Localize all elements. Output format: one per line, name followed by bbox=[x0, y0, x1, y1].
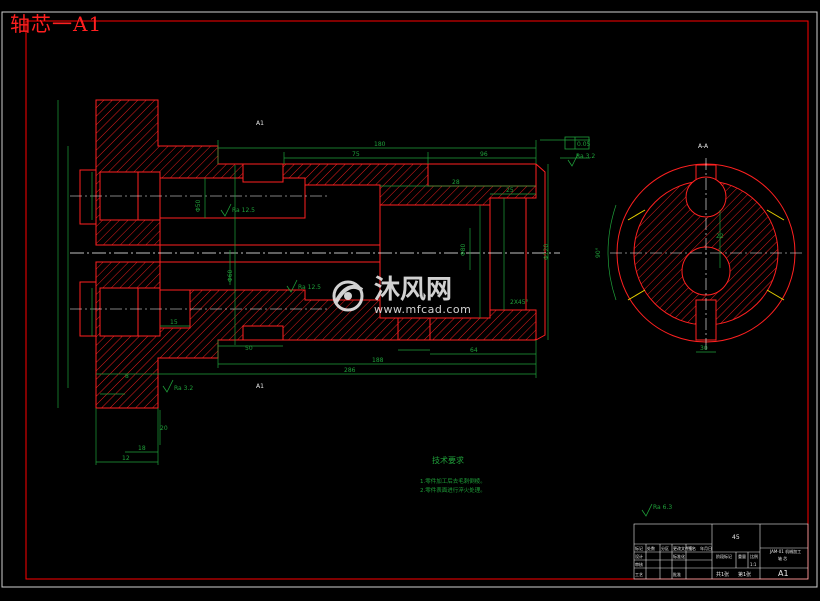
tb-label-5: 年月日 bbox=[700, 545, 712, 551]
view-labels: A1 A1 A-A bbox=[256, 120, 709, 390]
tb-row2-2: 标准化 bbox=[673, 553, 685, 559]
dim-label-tol: 0.05 bbox=[577, 141, 591, 148]
right-end-cavity bbox=[489, 197, 527, 311]
tb-material: 45 bbox=[732, 534, 740, 541]
tb-row4-5: 第1张 bbox=[738, 571, 751, 578]
keyway-top bbox=[242, 163, 284, 183]
section-aa-view bbox=[607, 158, 802, 353]
tb-scale: 1:1 bbox=[750, 562, 757, 567]
view-label-bottom: A1 bbox=[256, 383, 264, 390]
dim-label-ra32-b: Ra 3.2 bbox=[174, 385, 193, 392]
dim-label-8: 8 bbox=[125, 373, 129, 380]
dim-label-30: 30 bbox=[700, 345, 708, 352]
tolerance-frame bbox=[564, 136, 590, 150]
tb-label-4: 签名 bbox=[688, 545, 696, 551]
tech-req-heading: 技术要求 bbox=[432, 455, 464, 465]
dim-label-180: 180 bbox=[374, 141, 386, 148]
dim-label-90: 90° bbox=[595, 247, 602, 258]
dim-label-ra125-b: Ra 12.5 bbox=[298, 284, 321, 291]
tb-label-1: 处数 bbox=[647, 545, 655, 551]
dim-label-d80: Φ80 bbox=[460, 243, 467, 256]
dim-label-20: 20 bbox=[160, 425, 168, 432]
mfcad-logo-icon bbox=[332, 280, 364, 312]
dim-label-12: 12 bbox=[122, 455, 130, 462]
keyway-bottom bbox=[242, 325, 284, 341]
dimension-lines bbox=[57, 100, 590, 465]
tech-req-item-2: 2.零件表面进行淬火处理。 bbox=[420, 486, 486, 494]
dim-label-25: 25 bbox=[506, 187, 514, 194]
tb-label-2: 分区 bbox=[661, 545, 669, 551]
tech-req-item-1: 1.零件加工后去毛刺倒棱。 bbox=[420, 477, 486, 485]
roughness-symbols bbox=[162, 153, 653, 517]
dim-label-64: 64 bbox=[470, 347, 478, 354]
watermark-main-text: 沐风网 bbox=[374, 274, 453, 305]
upper-bore bbox=[159, 177, 306, 219]
dim-label-d60: Φ60 bbox=[227, 269, 234, 282]
dim-label-22: 22 bbox=[716, 233, 724, 240]
tb-row2-5: 重量 bbox=[738, 553, 746, 559]
title-block bbox=[633, 523, 809, 580]
dim-label-ra32-a: Ra 3.2 bbox=[576, 153, 595, 160]
right-cavity bbox=[379, 204, 491, 319]
dim-label-d50: Φ50 bbox=[195, 199, 202, 212]
dim-label-286: 286 bbox=[344, 367, 356, 374]
tb-label-0: 标记 bbox=[635, 545, 643, 551]
title-block-text: 45 JAM-01 机械加工 轴 芯 标记 处数 分区 更改文件号 签名 年月日… bbox=[635, 534, 801, 578]
dim-label-188: 188 bbox=[372, 357, 384, 364]
center-bore bbox=[159, 244, 381, 263]
tb-row3-0: 审核 bbox=[635, 561, 643, 567]
tb-code: A1 bbox=[778, 569, 789, 578]
right-slot-top bbox=[427, 163, 537, 187]
tech-requirements: 技术要求 1.零件加工后去毛刺倒棱。 2.零件表面进行淬火处理。 bbox=[420, 455, 486, 494]
dim-labels: 180 75 96 28 25 188 286 64 50 15 20 12 1… bbox=[122, 141, 724, 511]
dim-label-chamfer: 2X45° bbox=[510, 299, 529, 306]
dim-label-50: 50 bbox=[245, 345, 253, 352]
watermark-url: www.mfcad.com bbox=[374, 302, 472, 316]
tb-row4-0: 工艺 bbox=[635, 572, 643, 577]
dim-label-75: 75 bbox=[352, 151, 360, 158]
outer-frame bbox=[1, 11, 818, 588]
dim-label-96: 96 bbox=[480, 151, 488, 158]
view-label-top: A1 bbox=[256, 120, 264, 127]
dim-label-d120: Φ120 bbox=[543, 244, 550, 260]
tb-row4-4: 共1张 bbox=[716, 571, 729, 578]
dim-label-15: 15 bbox=[170, 319, 178, 326]
drawing-title: 轴芯一A1 bbox=[10, 12, 103, 36]
dim-label-ra63: Ra 6.3 bbox=[653, 504, 672, 511]
watermark: 沐风网 www.mfcad.com bbox=[328, 276, 471, 316]
lower-bore-left bbox=[99, 287, 161, 337]
dim-label-ra125-a: Ra 12.5 bbox=[232, 207, 255, 214]
tb-row2-6: 比例 bbox=[750, 553, 758, 559]
tb-row4-2: 批准 bbox=[673, 571, 681, 577]
tb-row2-4: 阶段标记 bbox=[716, 553, 732, 559]
tb-sub: 轴 芯 bbox=[778, 555, 787, 561]
tb-company: JAM-01 机械加工 bbox=[769, 548, 801, 554]
tb-label-3: 更改文件号 bbox=[673, 545, 693, 551]
section-label-aa: A-A bbox=[698, 143, 709, 150]
chamfer-right bbox=[535, 163, 546, 341]
dim-label-18: 18 bbox=[138, 445, 146, 452]
inner-border bbox=[25, 20, 809, 580]
tb-row2-0: 设计 bbox=[635, 553, 643, 559]
dim-label-28: 28 bbox=[452, 179, 460, 186]
main-section-view bbox=[70, 99, 560, 409]
